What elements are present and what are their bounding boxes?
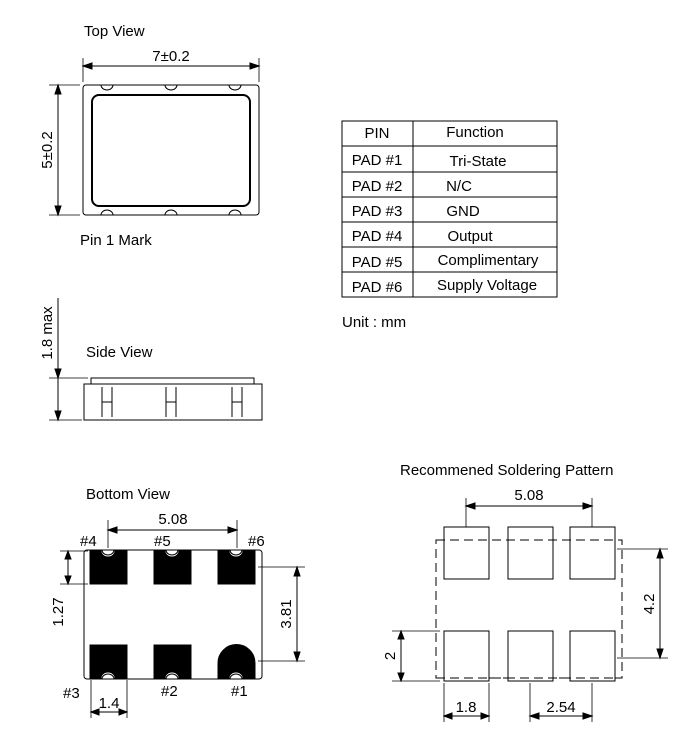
side-view-lid [90, 377, 255, 385]
table-row-4-function: Output [447, 228, 493, 245]
table-row-1-function: Tri-State [450, 153, 507, 170]
side-view-base [83, 383, 263, 421]
solder-pad-2 [507, 630, 554, 682]
table-row-3-function: GND [446, 203, 480, 220]
pin1-mark-label: Pin 1 Mark [80, 232, 152, 249]
pad-6-label: #6 [248, 533, 265, 550]
pad-3-label: #3 [63, 685, 80, 702]
top-view-title: Top View [84, 23, 145, 40]
top-view-width-dim: 7±0.2 [152, 48, 189, 65]
solder-pad-6 [569, 526, 616, 580]
pad-4-label: #4 [80, 533, 97, 550]
solder-pad-3 [443, 630, 490, 682]
bottom-pad-1 [217, 644, 256, 679]
top-view-body-outline [82, 84, 260, 216]
bottom-view-pad-height-dim: 1.27 [50, 597, 67, 626]
bottom-view-body [83, 549, 263, 680]
bottom-pad-4 [89, 550, 128, 585]
table-row-6-pin: PAD #6 [352, 279, 403, 296]
solder-pad-height-dim: 2 [382, 652, 399, 660]
table-row-3-pin: PAD #3 [352, 203, 403, 220]
bottom-view: Bottom View 5.08 #4 #5 #6 1.27 [50, 486, 305, 718]
unit-label: Unit : mm [342, 314, 406, 331]
table-row-5-pin: PAD #5 [352, 254, 403, 271]
bottom-view-title: Bottom View [86, 486, 170, 503]
table-row-4-pin: PAD #4 [352, 228, 403, 245]
bottom-pad-6 [217, 550, 256, 585]
side-view-title: Side View [86, 344, 153, 361]
top-view-height-dim: 5±0.2 [39, 131, 56, 168]
solder-pad-pitch-dim: 2.54 [546, 699, 575, 716]
bottom-view-height-dim: 3.81 [278, 599, 295, 628]
table-row-2-function: N/C [446, 178, 472, 195]
top-view-lid [91, 94, 251, 207]
pad-5-label: #5 [154, 533, 171, 550]
pad-2-label: #2 [161, 683, 178, 700]
solder-pad-4 [443, 526, 490, 580]
table-row-5-function: Complimentary [438, 252, 539, 269]
bottom-pad-5 [153, 550, 192, 585]
side-view: 1.8 max Side View [39, 298, 263, 422]
solder-pattern: Recommened Soldering Pattern 5.08 4.2 [382, 462, 668, 722]
table-row-1-pin: PAD #1 [352, 152, 403, 169]
solder-pad-width-dim: 1.8 [456, 699, 477, 716]
pin-table: PIN Function PAD #1 Tri-State PAD #2 N/C… [341, 120, 558, 331]
table-row-2-pin: PAD #2 [352, 178, 403, 195]
bottom-view-pitch-dim: 5.08 [158, 511, 187, 528]
side-view-height-dim: 1.8 max [39, 306, 56, 360]
solder-pitch-dim: 5.08 [514, 487, 543, 504]
solder-height-dim: 4.2 [641, 594, 658, 615]
pin-table-header-function: Function [446, 124, 504, 141]
bottom-pad-3 [89, 644, 128, 679]
pin-table-border [341, 120, 558, 298]
solder-pad-1 [569, 630, 616, 682]
solder-pattern-title: Recommened Soldering Pattern [400, 462, 613, 479]
table-row-6-function: Supply Voltage [437, 277, 537, 294]
pin-table-header-pin: PIN [364, 125, 389, 142]
bottom-view-pad-width-dim: 1.4 [99, 695, 120, 712]
pad-1-label: #1 [231, 683, 248, 700]
bottom-pad-2 [153, 644, 192, 679]
top-view: Top View 7±0.2 5±0.2 Pin 1 Mark [39, 23, 261, 249]
solder-pad-5 [507, 526, 554, 580]
